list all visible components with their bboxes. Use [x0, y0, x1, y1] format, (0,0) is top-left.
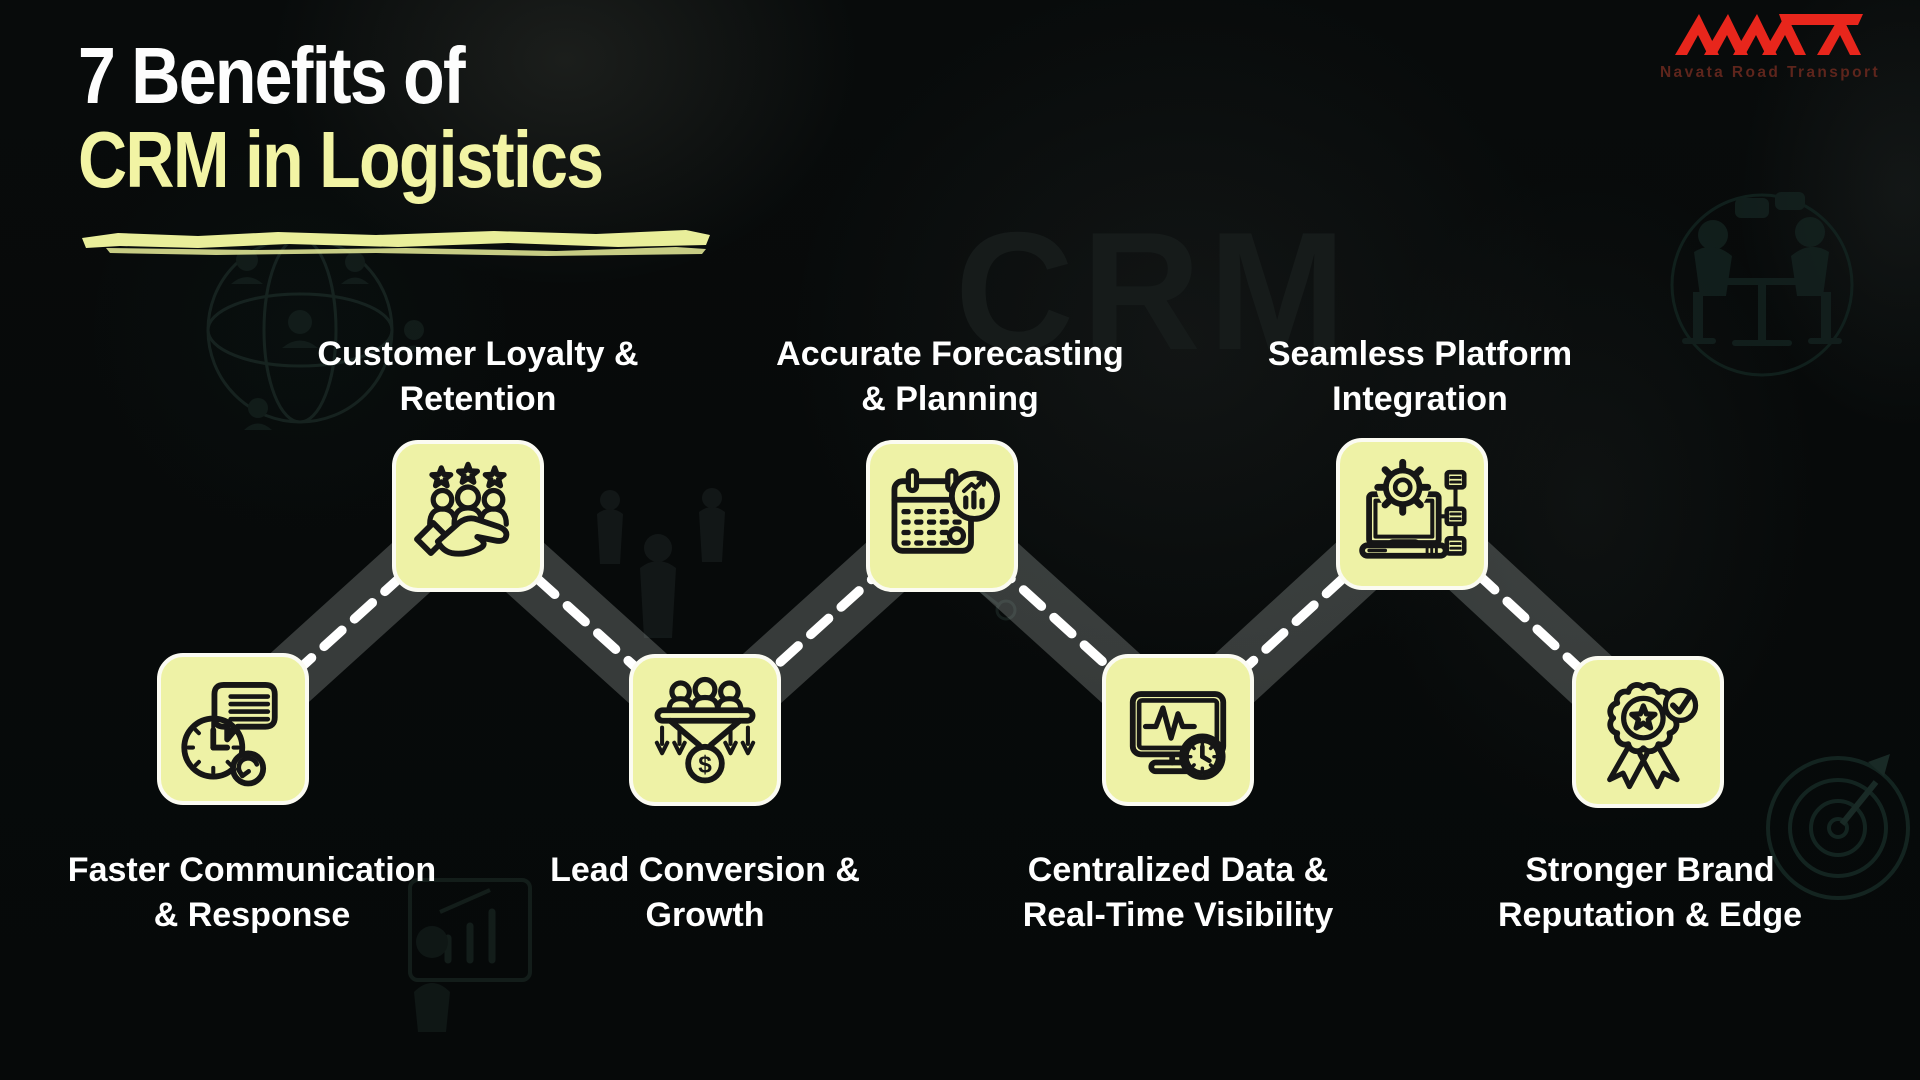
label-line: & Planning: [861, 380, 1039, 418]
hand-people-stars-icon: [414, 461, 510, 557]
label-line: Seamless Platform: [1267, 335, 1573, 373]
monitor-pulse-icon: [1129, 691, 1227, 780]
label-line: Centralized Data &: [1027, 851, 1329, 889]
benefit-tile-lead-conversion: $: [629, 654, 781, 806]
page-title: 7 Benefits of CRM in Logistics: [78, 34, 695, 202]
label-line: Accurate Forecasting: [776, 335, 1124, 373]
label-line: Growth: [645, 896, 765, 934]
benefit-tile-customer-loyalty: [392, 440, 544, 592]
benefit-label-seamless-integration: Seamless Platform Integration: [1160, 332, 1680, 422]
person-network-silhouette: [246, 488, 1017, 756]
logo-subtitle: Navata Road Transport: [1659, 64, 1881, 81]
benefit-label-customer-loyalty: Customer Loyalty & Retention: [218, 332, 738, 422]
presentation-chart-silhouette: [408, 878, 532, 1032]
label-line: Integration: [1332, 380, 1508, 418]
label-line: Real-Time Visibility: [1022, 896, 1334, 934]
label-line: Retention: [399, 380, 557, 418]
globe-people-silhouette: [206, 236, 428, 430]
label-line: Reputation & Edge: [1497, 896, 1803, 934]
benefit-tile-brand-reputation: [1572, 656, 1724, 808]
title-underline-brush: [82, 230, 710, 256]
benefit-tile-faster-communication: [157, 653, 309, 805]
meeting-silhouette: [1670, 192, 1854, 377]
title-line-1: 7 Benefits of: [78, 31, 466, 120]
benefit-label-centralized-data: Centralized Data & Real-Time Visibility: [918, 848, 1438, 938]
benefit-tile-accurate-forecasting: [866, 440, 1018, 592]
laptop-gear-icon: [1359, 458, 1467, 559]
navata-logo: Navata Road Transport: [1636, 8, 1904, 82]
benefit-label-accurate-forecasting: Accurate Forecasting & Planning: [690, 332, 1210, 422]
label-line: Stronger Brand: [1525, 851, 1775, 889]
label-line: Customer Loyalty &: [317, 335, 639, 373]
clock-message-icon: [181, 682, 278, 787]
benefit-label-lead-conversion: Lead Conversion & Growth: [445, 848, 965, 938]
calendar-chart-icon: [891, 468, 1000, 554]
navata-logo-mark: [1675, 14, 1863, 55]
benefit-tile-seamless-integration: [1336, 438, 1488, 590]
funnel-dollar-icon: $: [654, 676, 756, 784]
benefit-tile-centralized-data: [1102, 654, 1254, 806]
title-line-2: CRM in Logistics: [78, 115, 604, 204]
label-line: & Response: [153, 896, 351, 934]
benefit-label-brand-reputation: Stronger Brand Reputation & Edge: [1390, 848, 1910, 938]
crm-watermark: CRM: [955, 197, 1354, 385]
award-check-icon: [1607, 682, 1699, 790]
dollar-symbol: $: [698, 751, 712, 778]
benefit-label-faster-communication: Faster Communication & Response: [0, 848, 512, 938]
label-line: Lead Conversion &: [550, 851, 860, 889]
dartboard-silhouette: [1766, 754, 1910, 900]
label-line: Faster Communication: [67, 851, 437, 889]
